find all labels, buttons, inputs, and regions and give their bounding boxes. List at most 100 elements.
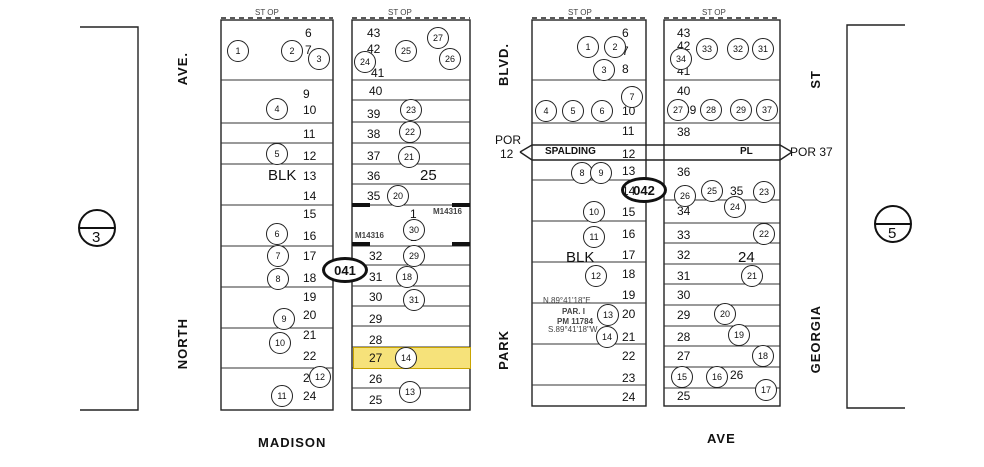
parcel-circle[interactable]: 24 [724,196,746,218]
parcel-circle[interactable]: 14 [596,326,618,348]
lot-number: 28 [369,333,383,347]
block-col1 [220,19,334,411]
parcel-circle[interactable]: 19 [728,324,750,346]
st-op-2: ST OP [388,8,412,17]
street-madison: MADISON [258,435,327,450]
parcel-circle[interactable]: 5 [562,100,584,122]
lot-number: 39 [367,107,381,121]
par-label: PAR. I [562,307,585,316]
parcel-circle[interactable]: 3 [308,48,330,70]
parcel-circle[interactable]: 4 [535,100,557,122]
parcel-circle[interactable]: 32 [727,38,749,60]
parcel-circle[interactable]: 9 [590,162,612,184]
parcel-circle[interactable]: 3 [593,59,615,81]
lot-number: 13 [622,164,636,178]
parcel-circle[interactable]: 18 [752,345,774,367]
parcel-circle[interactable]: 17 [755,379,777,401]
bearing-north: N.89°41'18"E [543,296,591,305]
street-north-ave-1: NORTH [175,318,190,370]
lot-number: 15 [622,205,636,219]
parcel-circle[interactable]: 5 [266,143,288,165]
parcel-circle[interactable]: 13 [597,304,619,326]
lot-number: 9 [303,87,310,101]
parcel-circle[interactable]: 26 [439,48,461,70]
lot-number: 19 [303,290,317,304]
parcel-circle[interactable]: 18 [396,266,418,288]
parcel-circle[interactable]: 23 [753,181,775,203]
parcel-circle[interactable]: 12 [309,366,331,388]
map-number-m14316-a: M14316 [433,207,462,216]
block-col3 [531,19,647,407]
parcel-circle[interactable]: 34 [670,48,692,70]
parcel-circle[interactable]: 25 [395,40,417,62]
parcel-circle[interactable]: 14 [395,347,417,369]
lot-number: 36 [677,165,691,179]
parcel-circle[interactable]: 23 [400,99,422,121]
parcel-circle[interactable]: 10 [269,332,291,354]
street-spalding: SPALDING [545,146,596,157]
parcel-circle[interactable]: 15 [671,366,693,388]
lot-number: 7 [622,44,629,58]
map-ref-left: 3 [92,229,101,246]
lot-number: 17 [622,248,636,262]
parcel-circle[interactable]: 1 [577,36,599,58]
parcel-circle[interactable]: 22 [753,223,775,245]
parcel-circle[interactable]: 25 [701,180,723,202]
parcel-circle[interactable]: 6 [591,100,613,122]
blk-left-num: 25 [420,167,437,184]
lot-number: 15 [303,207,317,221]
lot-number: 34 [677,204,691,218]
parcel-circle[interactable]: 2 [281,40,303,62]
lot-number: 31 [369,270,383,284]
parcel-circle[interactable]: 22 [399,121,421,143]
parcel-circle[interactable]: 29 [730,99,752,121]
parcel-circle[interactable]: 13 [399,381,421,403]
parcel-circle[interactable]: 24 [354,51,376,73]
parcel-circle[interactable]: 11 [583,226,605,248]
parcel-circle[interactable]: 27 [427,27,449,49]
parcel-circle[interactable]: 21 [741,265,763,287]
parcel-circle[interactable]: 7 [267,245,289,267]
lot-number: 33 [677,228,691,242]
lot-number: 6 [305,26,312,40]
parcel-circle[interactable]: 16 [706,366,728,388]
parcel-circle[interactable]: 37 [756,99,778,121]
book-page-041: 041 [322,257,368,283]
por-left: POR [495,133,522,147]
parcel-circle[interactable]: 33 [696,38,718,60]
lot-number: 43 [677,26,691,40]
parcel-circle[interactable]: 1 [227,40,249,62]
parcel-circle[interactable]: 4 [266,98,288,120]
lot-number: 20 [303,308,317,322]
street-park-blvd-1: PARK [496,330,511,370]
parcel-circle[interactable]: 7 [621,86,643,108]
lot-number: 10 [303,103,317,117]
parcel-circle[interactable]: 20 [387,185,409,207]
parcel-circle[interactable]: 20 [714,303,736,325]
parcel-circle[interactable]: 29 [403,245,425,267]
bearing-south: S.89°41'18"W [548,325,598,334]
lot-number: 11 [622,124,635,138]
parcel-circle[interactable]: 26 [674,185,696,207]
lot-number: 29 [369,312,383,326]
parcel-circle[interactable]: 2 [604,36,626,58]
lot-number: 12 [303,149,317,163]
block-col2 [351,19,471,411]
parcel-circle[interactable]: 11 [271,385,293,407]
parcel-circle[interactable]: 8 [267,268,289,290]
lot-number: 14 [622,184,636,198]
parcel-circle[interactable]: 31 [752,38,774,60]
parcel-circle[interactable]: 9 [273,308,295,330]
lot-number: 26 [730,368,744,382]
parcel-circle[interactable]: 12 [585,265,607,287]
parcel-circle[interactable]: 27 [667,99,689,121]
lot-number: 10 [622,104,636,118]
parcel-circle[interactable]: 21 [398,146,420,168]
lot-number: 8 [622,62,629,76]
parcel-circle[interactable]: 10 [583,201,605,223]
lot-number: 26 [369,372,383,386]
parcel-circle[interactable]: 6 [266,223,288,245]
parcel-circle[interactable]: 30 [403,219,425,241]
parcel-circle[interactable]: 28 [700,99,722,121]
parcel-circle[interactable]: 31 [403,289,425,311]
